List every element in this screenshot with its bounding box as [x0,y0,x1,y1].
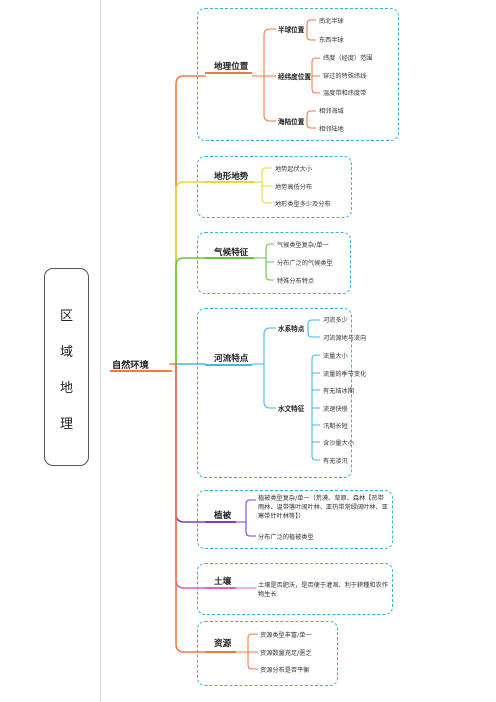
leaf: 东西半球 [319,37,344,44]
leaf: 特殊分布特点 [277,278,315,285]
sub-water-system: 水系特点 [278,325,305,333]
sub-sealand: 海陆位置 [278,118,305,126]
side-title-char: 理 [59,417,73,432]
leaf: 河流多少 [323,317,348,324]
vegetation-group-box [197,490,393,549]
leaf: 分布广泛的植被类型 [258,534,314,541]
leaf: 穿过的特殊纬线 [323,73,367,80]
root-node: 自然环境 [112,360,149,371]
branch-geo: 地理位置 [214,62,249,72]
leaf: 地势高低分布 [275,184,313,191]
branch-underline [205,651,236,653]
leaf: 流量大小 [323,353,348,360]
geo-group-box [197,8,399,141]
leaf: 气候类型复杂/单一 [277,242,329,249]
branch-resource: 资源 [214,639,232,649]
leaf: 土壤是否肥沃，是否便于灌溉、利于耕種和农作物生长 [258,582,388,598]
leaf: 流量的季节变化 [323,371,367,378]
leaf: 资源类型丰富/单一 [260,632,312,639]
sub-hydrology: 水文特征 [278,405,305,413]
branch-vegetation: 植被 [214,511,232,521]
leaf: 相邻陆地 [319,126,344,133]
soil-group-box [197,563,393,615]
root-underline [110,370,172,372]
branch-underline [205,181,254,183]
leaf: 有无凌汛 [323,458,348,465]
branch-underline [205,257,254,259]
branch-underline [205,72,252,74]
climate-group-box [197,232,351,294]
side-title-box: 区 域 地 理 [44,268,89,466]
leaf: 相邻海域 [319,108,344,115]
leaf: 地势起伏大小 [275,166,313,173]
branch-underline [205,587,236,589]
leaf: 含沙量大小 [323,440,354,447]
river-group-box [197,308,352,478]
leaf: 纬度（经度）范围 [323,55,373,62]
leaf: 河流源地与流向 [323,335,367,342]
resource-group-box [197,621,338,686]
leaf: 流速快慢 [323,406,348,413]
leaf: 汛期长短 [323,423,348,430]
leaf: 地形类型多少及分布 [275,201,331,208]
branch-underline [205,364,252,366]
leaf: 资源数量充足/匮乏 [260,650,312,657]
leaf: 南北半球 [319,18,344,25]
side-title-char: 地 [59,381,73,396]
sub-hemisphere: 半球位置 [278,26,305,34]
sub-latlon: 经纬度位置 [278,73,311,81]
branch-river: 河流特点 [214,354,249,364]
page-divider [100,0,101,702]
leaf: 温度带和纬度带 [323,90,367,97]
terrain-group-box [197,156,352,218]
leaf: 资源分布是否平衡 [260,667,310,674]
leaf: 有无结冰期 [323,388,354,395]
branch-climate: 气候特征 [214,248,249,258]
branch-terrain: 地形地势 [214,172,249,182]
side-title-char: 域 [59,345,73,360]
leaf: 分布广泛的气候类型 [277,260,333,267]
branch-soil: 土壤 [214,577,232,587]
branch-underline [205,521,236,523]
side-title-char: 区 [59,309,73,324]
leaf: 植被类型复杂/单一（荒漠、草原、森林【热带雨林、温带落叶阔叶林、亚热带常绿阔叶林… [258,495,388,520]
